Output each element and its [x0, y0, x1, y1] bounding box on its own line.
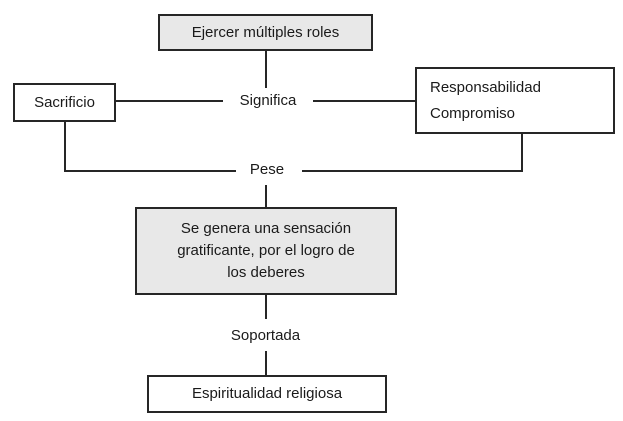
- node-responsabilidad-compromiso: Responsabilidad Compromiso: [415, 67, 615, 134]
- connector-label-soportada: Soportada: [230, 327, 301, 344]
- node-label-line1: Responsabilidad: [430, 78, 541, 96]
- node-espiritualidad-religiosa: Espiritualidad religiosa: [147, 375, 387, 413]
- node-sensacion-gratificante: Se genera una sensación gratificante, po…: [135, 207, 397, 295]
- node-label: Ejercer múltiples roles: [191, 23, 340, 41]
- node-label-line3: los deberes: [227, 264, 305, 281]
- node-label-line1: Se genera una sensación: [180, 220, 352, 237]
- node-label-line2: gratificante, por el logro de: [177, 242, 355, 259]
- connector-label-pese: Pese: [249, 161, 285, 178]
- node-label-line2: Compromiso: [430, 104, 516, 122]
- node-label: Espiritualidad religiosa: [191, 385, 343, 402]
- connector-label-significa: Significa: [239, 92, 297, 109]
- connector-significa-to-responsabilidad: [313, 100, 415, 102]
- node-ejercer-multiples-roles: Ejercer múltiples roles: [158, 14, 373, 51]
- connector-sacrificio-to-significa: [116, 100, 223, 102]
- connector-soportada-to-espiritualidad: [265, 351, 267, 375]
- connector-left-to-pese: [64, 170, 236, 172]
- connector-ejercer-to-significa: [265, 51, 267, 88]
- connector-sensacion-to-soportada: [265, 295, 267, 319]
- connector-right-to-pese: [302, 170, 523, 172]
- connector-sacrificio-down: [64, 122, 66, 172]
- connector-responsabilidad-down: [521, 134, 523, 172]
- node-sacrificio: Sacrificio: [13, 83, 116, 122]
- node-label: Sacrificio: [34, 93, 95, 111]
- connector-pese-to-sensacion: [265, 185, 267, 207]
